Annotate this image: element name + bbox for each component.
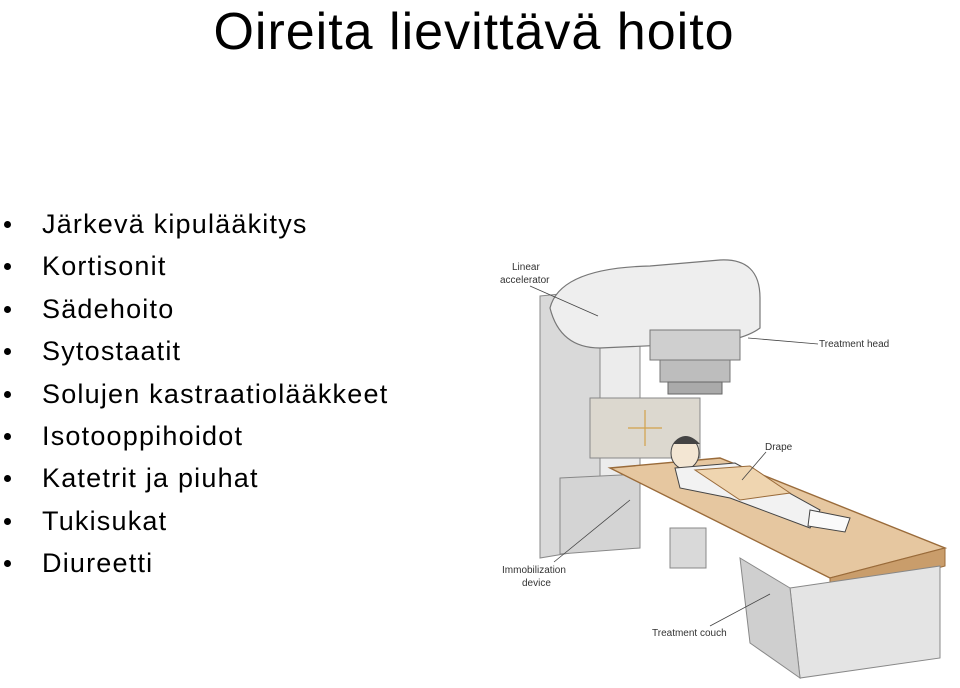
list-item: Katetrit ja piuhat	[0, 458, 388, 500]
bullet-icon	[4, 348, 11, 356]
patient-feet	[807, 509, 851, 533]
couch-base	[789, 565, 941, 679]
treatment-head-collimator	[667, 381, 723, 395]
bullet-icon	[4, 263, 11, 271]
list-item: Isotooppihoidot	[0, 416, 388, 458]
label-linear-accelerator-2: accelerator	[500, 275, 550, 286]
couch-base-side	[739, 557, 801, 680]
leader-line	[553, 499, 631, 563]
list-item: Sädehoito	[0, 289, 388, 331]
bullet-text: Diureetti	[42, 548, 154, 579]
label-drape: Drape	[765, 442, 793, 453]
label-immobilization-2: device	[522, 578, 551, 589]
bullet-text: Kortisonit	[42, 251, 167, 282]
label-immobilization-1: Immobilization	[502, 565, 566, 576]
bullet-text: Katetrit ja piuhat	[42, 463, 259, 494]
bullet-text: Isotooppihoidot	[42, 420, 244, 451]
leader-line	[709, 593, 771, 627]
bullet-text: Sädehoito	[42, 293, 175, 324]
list-item: Järkevä kipulääkitys	[0, 204, 388, 246]
bullet-icon	[4, 305, 11, 313]
bullet-icon	[4, 475, 11, 483]
patient-drape	[693, 465, 792, 501]
list-item: Solujen kastraatiolääkkeet	[0, 374, 388, 416]
bullet-icon	[4, 221, 11, 228]
bullet-text: Solujen kastraatiolääkkeet	[42, 378, 389, 409]
slide-title: Oireita lievittävä hoito	[213, 3, 735, 61]
linear-accelerator-illustration: Linear accelerator Treatment head Drape …	[490, 248, 960, 688]
label-linear-accelerator-1: Linear	[512, 262, 540, 273]
leader-line	[747, 337, 819, 345]
bullet-list: Järkevä kipulääkitys Kortisonit Sädehoit…	[0, 204, 388, 586]
list-item: Diureetti	[0, 543, 388, 585]
bullet-icon	[4, 390, 11, 398]
treatment-head-upper	[649, 329, 741, 361]
patient-hair	[673, 436, 700, 444]
leader-line	[529, 285, 599, 317]
list-item: Kortisonit	[0, 246, 388, 288]
list-item: Sytostaatit	[0, 331, 388, 373]
gantry-base	[559, 473, 641, 555]
couch-pedestal	[669, 527, 707, 569]
gantry-arm	[549, 259, 761, 349]
couch-top	[607, 457, 948, 579]
leader-line	[741, 451, 767, 481]
bullet-icon	[4, 560, 11, 568]
bullet-text: Järkevä kipulääkitys	[42, 209, 308, 239]
bullet-icon	[4, 517, 11, 525]
label-treatment-head: Treatment head	[819, 339, 889, 350]
bullet-text: Sytostaatit	[42, 336, 182, 367]
bullet-icon	[4, 432, 11, 440]
bullet-text: Tukisukat	[42, 505, 168, 536]
list-item: Tukisukat	[0, 501, 388, 543]
treatment-head-middle	[659, 359, 731, 383]
label-treatment-couch: Treatment couch	[652, 628, 727, 639]
illustration-svg: Linear accelerator Treatment head Drape …	[500, 259, 948, 680]
